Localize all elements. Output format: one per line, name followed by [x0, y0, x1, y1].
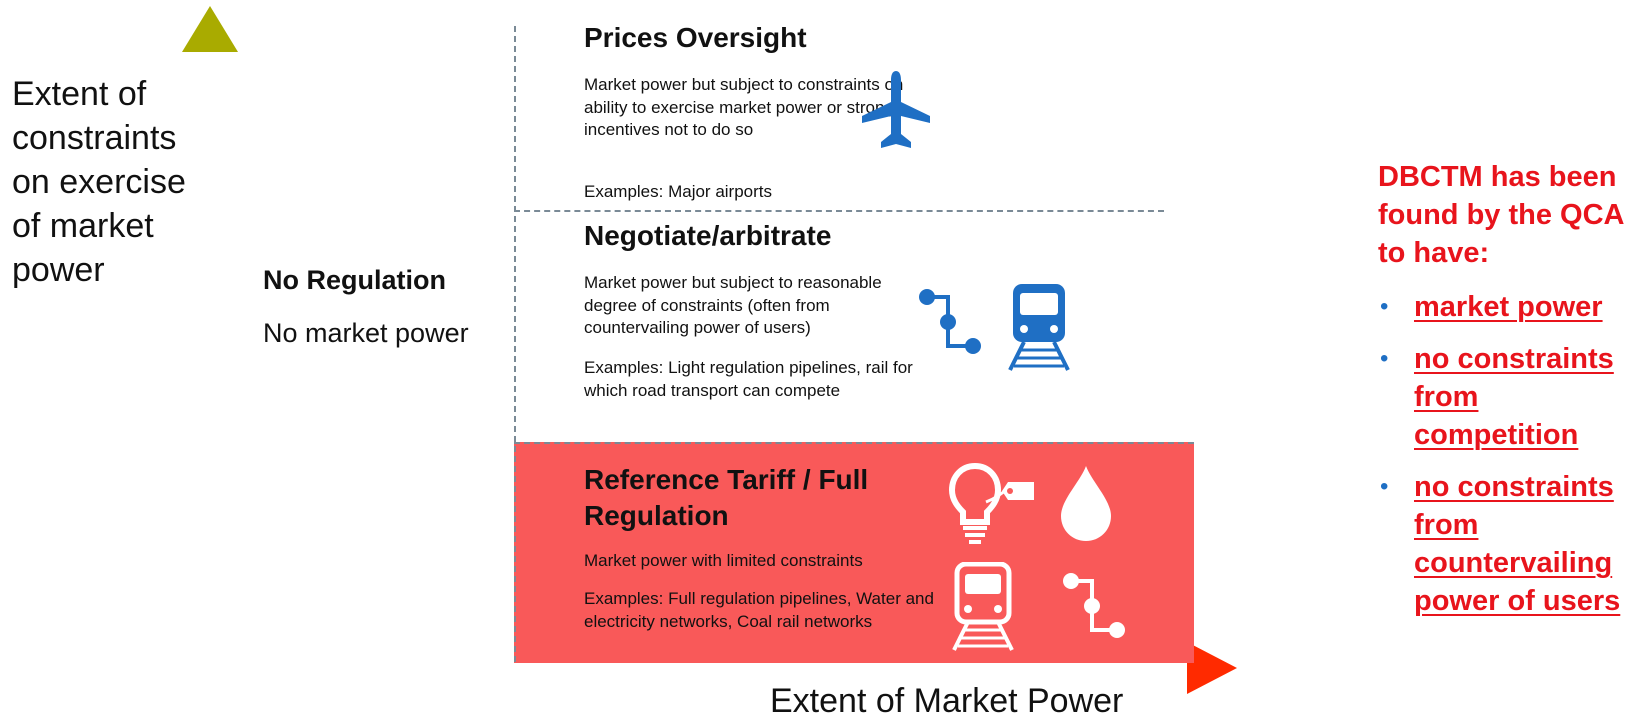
qca-finding-text: no constraints from countervailing power… — [1414, 471, 1621, 617]
airplane-icon — [862, 71, 930, 148]
reference-tariff-title: Reference Tariff / Full Regulation — [584, 464, 869, 531]
divider-negotiate-reference — [514, 442, 1194, 444]
lightbulb-icon — [948, 462, 1034, 544]
prices-oversight-description: Market power but subject to constraints … — [584, 75, 904, 139]
qca-finding-text: market power — [1414, 291, 1603, 323]
bullet-icon: • — [1380, 473, 1389, 500]
x-axis-arrowhead — [1187, 642, 1237, 694]
prices-oversight-examples: Examples: Major airports — [584, 182, 773, 201]
negotiate-arbitrate-title: Negotiate/arbitrate — [584, 220, 832, 251]
bullet-icon: • — [1380, 345, 1389, 372]
divider-oversight-negotiate — [514, 210, 1164, 212]
qca-finding-item: • market power — [1378, 288, 1640, 326]
pipeline-icon — [1063, 573, 1125, 638]
train-icon — [1008, 284, 1070, 371]
no-regulation-title: No Regulation — [263, 265, 446, 295]
train-icon — [952, 562, 1014, 651]
water-drop-icon — [1061, 466, 1111, 541]
qca-findings-list: • market power • no constraints from com… — [1378, 288, 1640, 634]
no-regulation-subtitle: No market power — [263, 318, 469, 348]
y-axis-arrowhead — [182, 6, 238, 52]
reference-tariff-examples: Examples: Full regulation pipelines, Wat… — [584, 589, 934, 631]
qca-findings-heading: DBCTM has been found by the QCA to have: — [1378, 161, 1624, 269]
pipeline-icon — [919, 289, 981, 354]
negotiate-arbitrate-examples: Examples: Light regulation pipelines, ra… — [584, 358, 913, 400]
qca-finding-text: no constraints from competition — [1414, 343, 1614, 451]
prices-oversight-title: Prices Oversight — [584, 22, 807, 53]
negotiate-arbitrate-description: Market power but subject to reasonable d… — [584, 273, 882, 337]
qca-finding-item: • no constraints from countervailing pow… — [1378, 468, 1640, 620]
reference-tariff-description: Market power with limited constraints — [584, 551, 863, 570]
bullet-icon: • — [1380, 293, 1389, 320]
y-axis-label: Extent of constraints on exercise of mar… — [12, 75, 186, 289]
x-axis-label: Extent of Market Power — [770, 682, 1124, 720]
qca-finding-item: • no constraints from competition — [1378, 340, 1640, 454]
vertical-divider — [514, 26, 516, 662]
